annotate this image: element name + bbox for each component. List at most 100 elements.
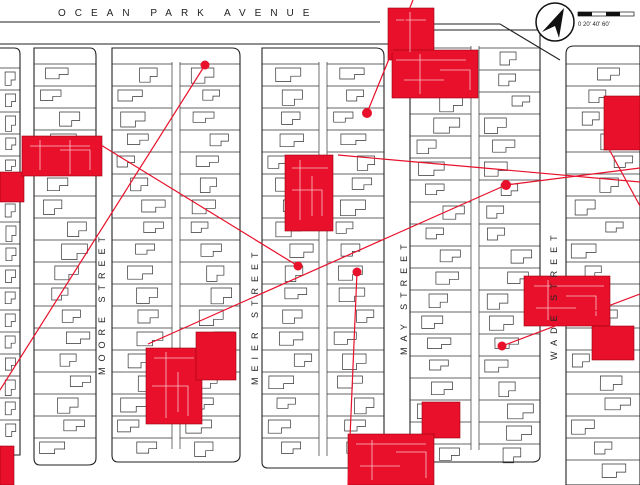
house-footprint xyxy=(281,89,303,106)
house-footprint xyxy=(335,221,354,234)
house-footprint xyxy=(588,89,607,104)
house-footprint xyxy=(210,287,233,305)
house-footprint xyxy=(141,199,166,213)
house-footprint xyxy=(59,111,81,127)
house-footprint xyxy=(356,309,375,323)
house-footprint xyxy=(338,287,366,303)
house-footprint xyxy=(69,375,92,387)
house-footprint xyxy=(442,205,465,220)
house-footprint xyxy=(601,463,627,478)
house-footprint xyxy=(484,117,507,134)
house-footprint xyxy=(284,265,304,282)
moore-street-label: MOORE STREET xyxy=(97,231,107,375)
house-footprint xyxy=(340,243,361,257)
house-footprint xyxy=(139,67,158,83)
highlight-b13 xyxy=(0,445,15,485)
house-footprint xyxy=(4,71,16,86)
house-footprint xyxy=(416,139,437,155)
house-footprint xyxy=(45,67,69,80)
house-footprint xyxy=(185,419,212,434)
house-footprint xyxy=(284,287,308,300)
house-footprint xyxy=(584,265,602,278)
house-footprint xyxy=(498,73,517,87)
highlight-detail-lines xyxy=(30,12,604,480)
house-footprint xyxy=(599,177,619,193)
house-footprint xyxy=(425,227,444,240)
house-footprint xyxy=(267,155,287,169)
house-footprint xyxy=(275,67,302,82)
house-footprint xyxy=(339,67,365,80)
house-footprint xyxy=(200,243,222,257)
highlight-b8 xyxy=(591,325,635,361)
house-footprint xyxy=(337,375,363,389)
house-footprint xyxy=(438,447,460,461)
ocean-park-avenue-label: OCEAN PARK AVENUE xyxy=(58,8,318,19)
house-footprint xyxy=(51,287,69,301)
house-footprint xyxy=(279,133,304,148)
house-footprint xyxy=(4,313,16,328)
house-footprint xyxy=(289,243,314,258)
house-footprint xyxy=(425,183,445,196)
house-footprint xyxy=(333,111,354,123)
house-footprint xyxy=(439,95,463,113)
house-footprint xyxy=(136,441,158,454)
house-footprint xyxy=(333,331,357,345)
may-street-label: MAY STREET xyxy=(399,238,409,355)
house-footprint xyxy=(338,265,363,281)
house-footprint xyxy=(116,155,135,168)
house-footprint xyxy=(4,291,16,305)
house-footprint xyxy=(268,375,294,390)
highlight-b3 xyxy=(284,154,334,232)
house-footprint xyxy=(427,337,452,349)
house-footprint xyxy=(356,155,375,171)
house-footprint xyxy=(281,441,302,454)
block-1 xyxy=(0,47,21,456)
house-footprint xyxy=(344,419,366,432)
highlight-b2 xyxy=(21,135,103,177)
house-footprint xyxy=(4,335,16,349)
house-footprint xyxy=(506,425,532,441)
house-footprint xyxy=(510,249,533,264)
house-footprint xyxy=(120,397,147,413)
block-2 xyxy=(33,47,97,466)
highlighted-buildings xyxy=(0,7,640,485)
house-footprint xyxy=(340,199,366,217)
house-footprint xyxy=(278,331,304,346)
house-footprint xyxy=(340,133,367,146)
house-footprint xyxy=(507,271,529,284)
house-footprint xyxy=(117,89,143,102)
house-footprint xyxy=(604,397,631,411)
house-footprint xyxy=(511,95,531,107)
house-footprint xyxy=(484,359,509,373)
house-footprint xyxy=(59,353,77,367)
house-footprint xyxy=(130,177,149,192)
house-footprint xyxy=(54,265,79,281)
house-footprint xyxy=(581,111,600,126)
house-footprint xyxy=(498,381,516,398)
house-footprint xyxy=(574,199,596,216)
meier-street-label: MEIER STREET xyxy=(250,246,260,385)
house-footprint xyxy=(191,199,216,215)
house-footprint xyxy=(5,137,17,151)
wade-street-label: WADE STREET xyxy=(549,229,559,360)
house-footprint xyxy=(143,221,164,233)
highlight-b1 xyxy=(0,171,25,203)
house-footprint xyxy=(57,397,79,414)
house-footprint xyxy=(571,419,595,435)
house-footprint xyxy=(282,309,303,324)
house-footprint xyxy=(4,203,16,218)
house-footprint xyxy=(5,93,16,108)
house-footprint xyxy=(5,225,17,243)
house-footprint xyxy=(127,133,149,145)
house-footprint xyxy=(484,161,508,177)
house-footprint xyxy=(571,353,590,368)
block-6 xyxy=(565,45,640,485)
house-footprint xyxy=(489,315,514,331)
house-footprint xyxy=(40,89,62,101)
house-footprint xyxy=(499,51,517,66)
highlight-b11 xyxy=(421,401,461,439)
house-footprint xyxy=(194,441,214,457)
house-footprint xyxy=(605,221,624,233)
house-footprint xyxy=(342,353,367,370)
